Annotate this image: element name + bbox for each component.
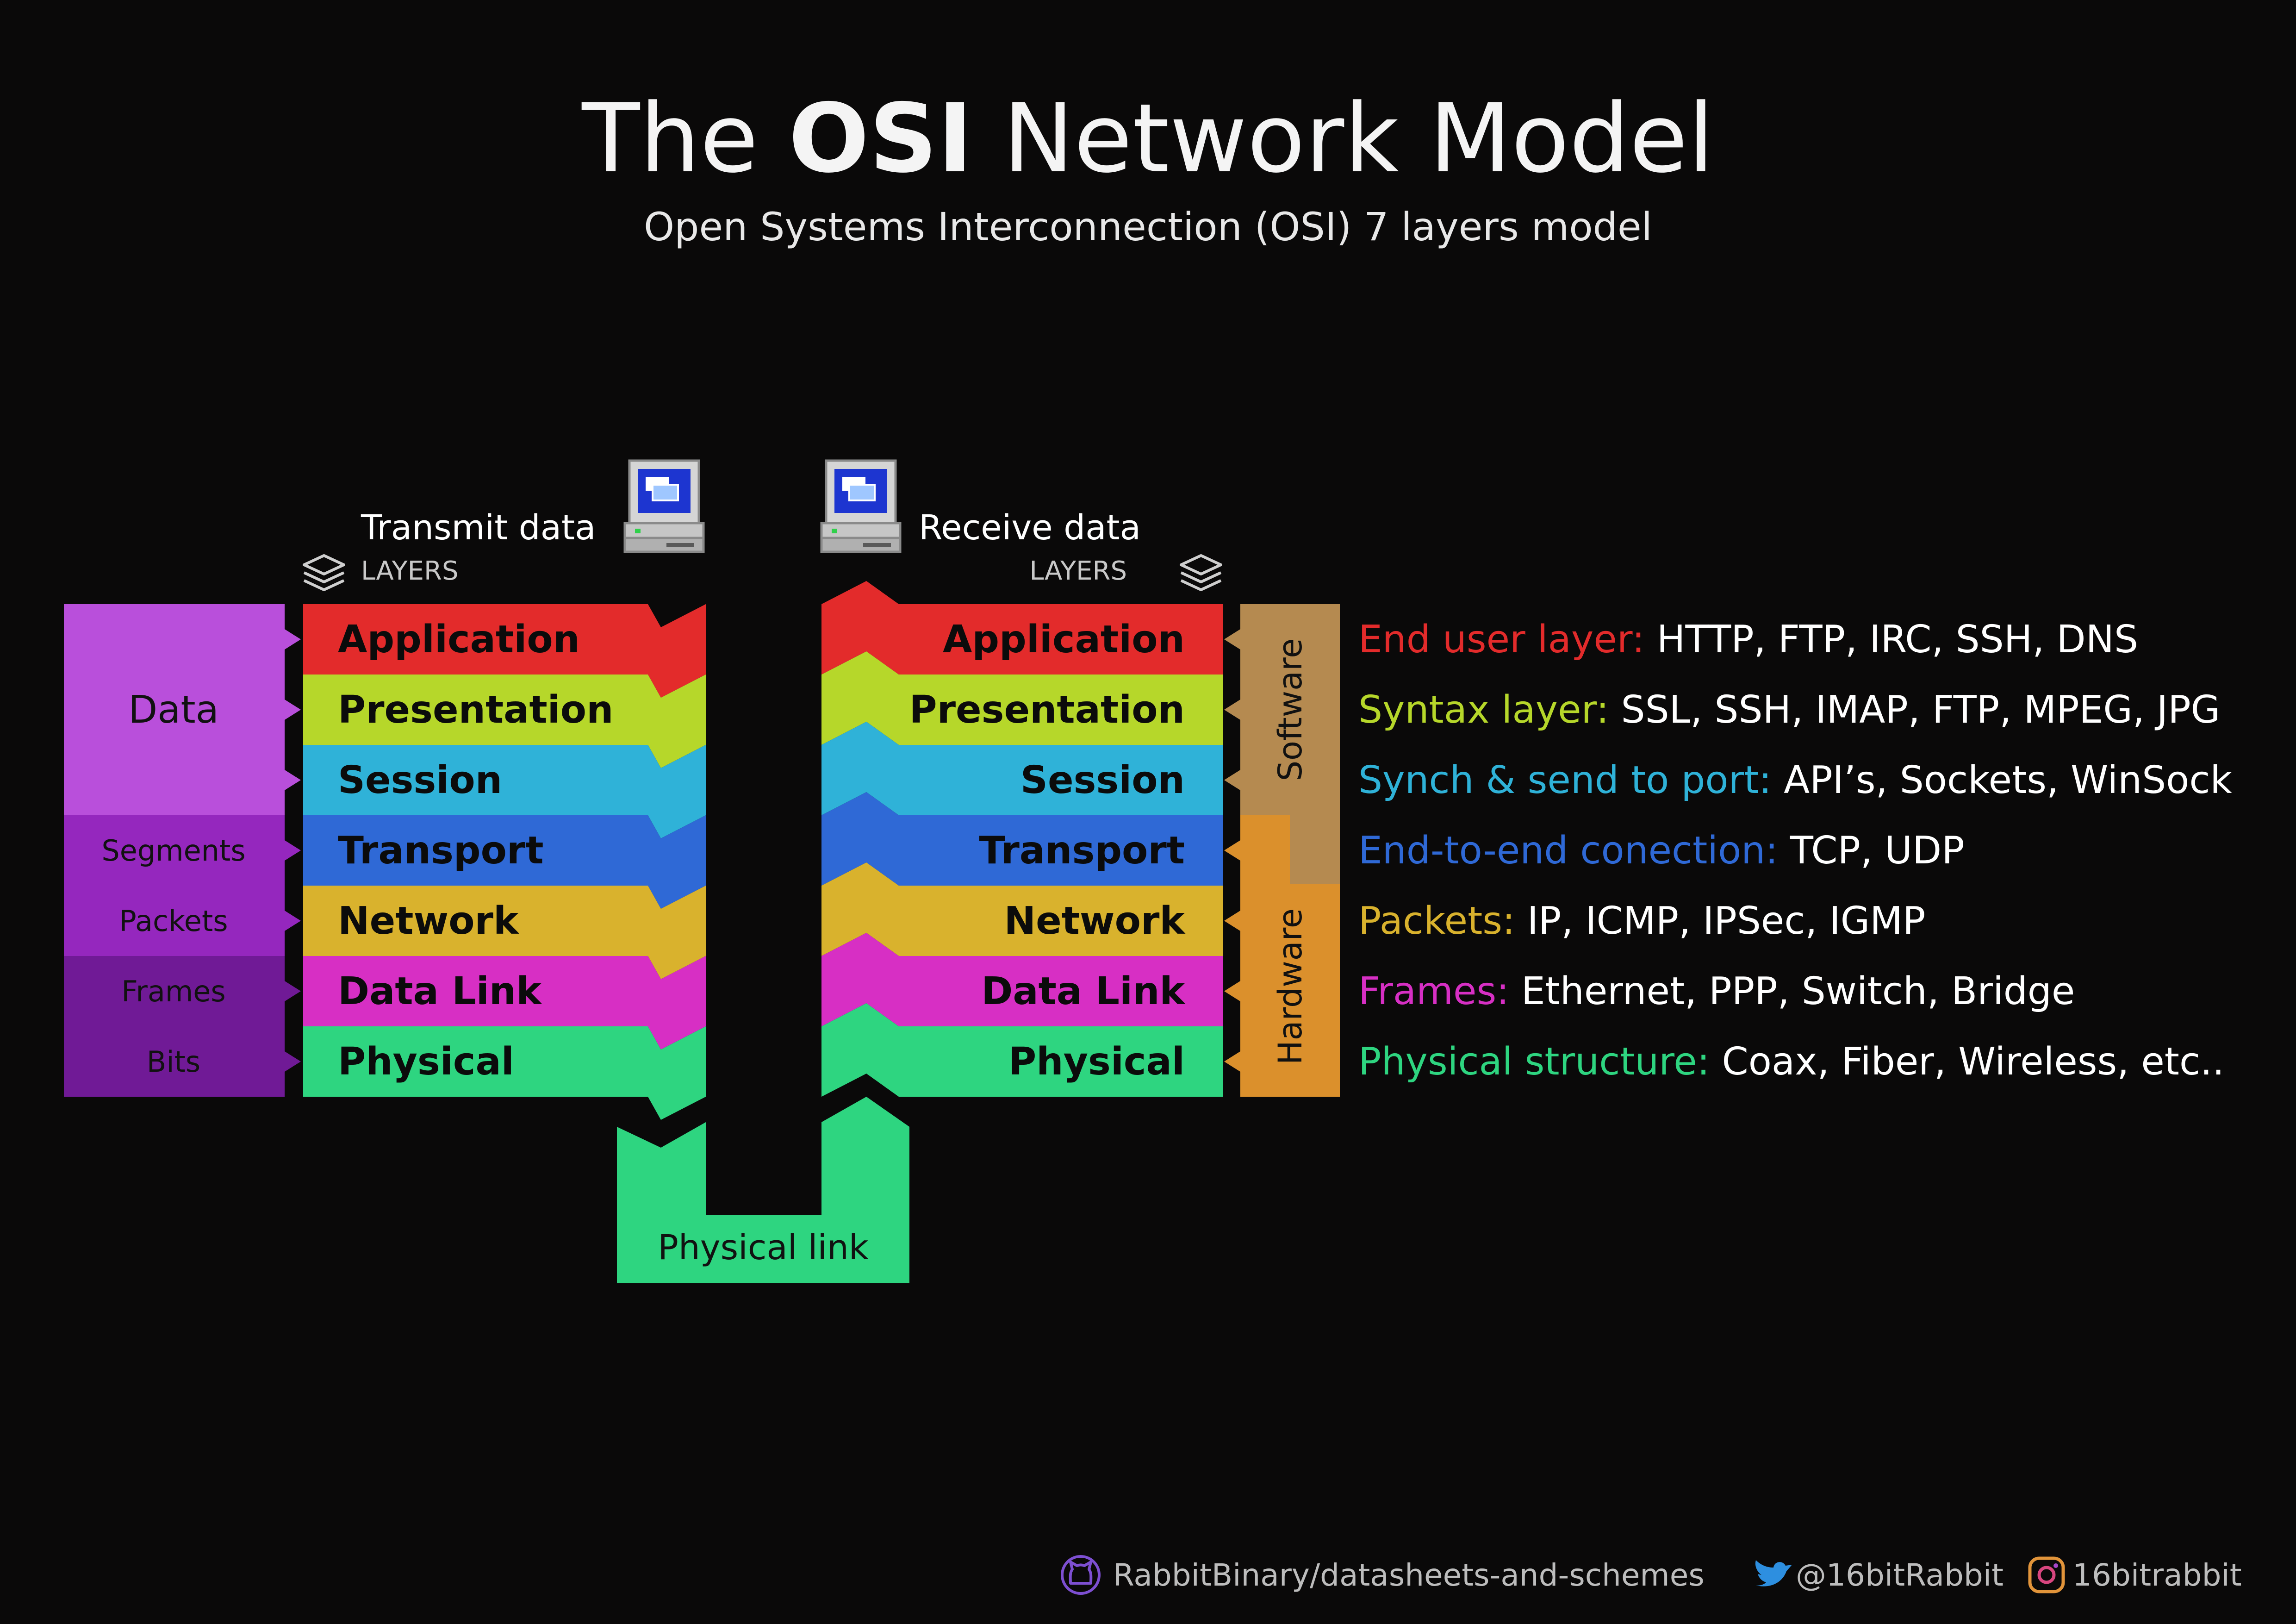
page-title: The OSI Network Model [0,83,2296,194]
protocol-values-6: Ethernet, PPP, Switch, Bridge [1521,969,2075,1013]
pdu-segments-label: Segments [101,834,245,868]
transmit-layer-5-label: Network [338,899,520,943]
receive-layer-3 [821,722,1223,815]
protocol-key-2: Syntax layer: [1358,688,1621,732]
physical-link-channel: Physical link [617,1097,909,1283]
title-suffix: Network Model [1003,84,1714,194]
pdu-data-block [64,604,301,815]
computer-icon [820,459,902,553]
protocol-row-1: End user layer: HTTP, FTP, IRC, SSH, DNS [1358,618,2138,662]
receive-layer-1-label: Application [943,618,1185,662]
github-icon[interactable] [1061,1555,1101,1595]
transmit-layer-1 [303,604,706,698]
protocol-row-4: End-to-end conection: TCP, UDP [1358,829,1965,873]
receive-layers-caption: LAYERS [1030,556,1127,586]
title-prefix: The [582,84,759,194]
protocol-list: End user layer: HTTP, FTP, IRC, SSH, DNS… [1358,618,2232,1084]
protocol-row-2: Syntax layer: SSL, SSH, IMAP, FTP, MPEG,… [1358,688,2220,732]
receive-layer-7-label: Physical [1008,1040,1185,1084]
transmit-layer-3-label: Session [338,758,502,802]
software-label: Software [1271,638,1309,781]
protocol-row-6: Frames: Ethernet, PPP, Switch, Bridge [1358,969,2075,1013]
receive-layer-7 [821,1003,1223,1097]
pdu-data-label: Data [128,688,219,732]
receive-layer-6 [821,933,1223,1026]
transmit-layer-4-label: Transport [338,829,544,873]
pdu-frames-bits-block [64,956,301,1097]
receive-layer-6-label: Data Link [981,969,1186,1013]
transmit-layer-4 [303,815,706,909]
hardware-label: Hardware [1271,908,1309,1065]
receive-layer-2-label: Presentation [909,688,1185,732]
protocol-row-7: Physical structure: Coax, Fiber, Wireles… [1358,1040,2224,1084]
transmit-layer-6 [303,956,706,1049]
page-subtitle: Open Systems Interconnection (OSI) 7 lay… [644,204,1652,250]
receive-layer-1 [821,581,1223,675]
transmit-layer-7 [303,1026,706,1120]
pdu-frames-label: Frames [121,974,225,1008]
transmit-stack: ApplicationPresentationSessionTransportN… [303,604,706,1120]
transmit-layer-1-label: Application [338,618,580,662]
receive-layer-4 [821,792,1223,886]
physical-link-block [617,1097,909,1283]
protocol-key-4: End-to-end conection: [1358,829,1790,873]
receive-layer-3-label: Session [1020,758,1185,802]
protocol-key-5: Packets: [1358,899,1527,943]
layers-stack-icon [303,554,345,591]
transmit-layers-caption: LAYERS [361,556,459,586]
github-link[interactable]: RabbitBinary/datasheets-and-schemes [1113,1557,1705,1593]
protocol-values-3: API’s, Sockets, WinSock [1784,758,2232,802]
pdu-bits-label: Bits [147,1045,200,1079]
protocol-row-3: Synch & send to port: API’s, Sockets, Wi… [1358,758,2232,802]
receive-stack: ApplicationPresentationSessionTransportN… [821,581,1223,1097]
receive-layer-2 [821,651,1223,745]
protocol-key-3: Synch & send to port: [1358,758,1784,802]
instagram-icon[interactable] [2028,1556,2065,1593]
protocol-key-1: End user layer: [1358,618,1657,662]
transmit-layer-7-label: Physical [338,1040,514,1084]
instagram-link[interactable]: 16bitrabbit [2072,1557,2242,1593]
protocol-row-5: Packets: IP, ICMP, IPSec, IGMP [1358,899,1926,943]
protocol-values-4: TCP, UDP [1790,829,1965,873]
pdu-segments-packets-block [64,815,301,956]
protocol-values-7: Coax, Fiber, Wireless, etc.. [1722,1040,2224,1084]
transmit-layer-2-label: Presentation [338,688,614,732]
transmit-layer-5 [303,886,706,979]
physical-link-label: Physical link [658,1228,869,1268]
protocol-values-2: SSL, SSH, IMAP, FTP, MPEG, JPG [1621,688,2221,732]
computer-icon [623,459,705,553]
hardware-block [1224,815,1340,1097]
title-bold: OSI [788,84,973,194]
receive-layer-4-label: Transport [979,829,1185,873]
receive-label: Receive data [919,508,1141,548]
protocol-values-1: HTTP, FTP, IRC, SSH, DNS [1657,618,2138,662]
transmit-layer-6-label: Data Link [338,969,542,1013]
protocol-values-5: IP, ICMP, IPSec, IGMP [1527,899,1926,943]
transmit-layer-2 [303,675,706,768]
twitter-icon[interactable] [1755,1560,1792,1587]
transmit-layer-3 [303,745,706,838]
receive-layer-5 [821,862,1223,956]
pdu-packets-label: Packets [119,904,228,938]
twitter-link[interactable]: @16bitRabbit [1796,1557,2004,1593]
protocol-key-7: Physical structure: [1358,1040,1722,1084]
layers-stack-icon [1180,554,1222,591]
software-block [1224,604,1340,884]
transmit-label: Transmit data [361,508,596,548]
protocol-key-6: Frames: [1358,969,1521,1013]
receive-layer-5-label: Network [1004,899,1186,943]
